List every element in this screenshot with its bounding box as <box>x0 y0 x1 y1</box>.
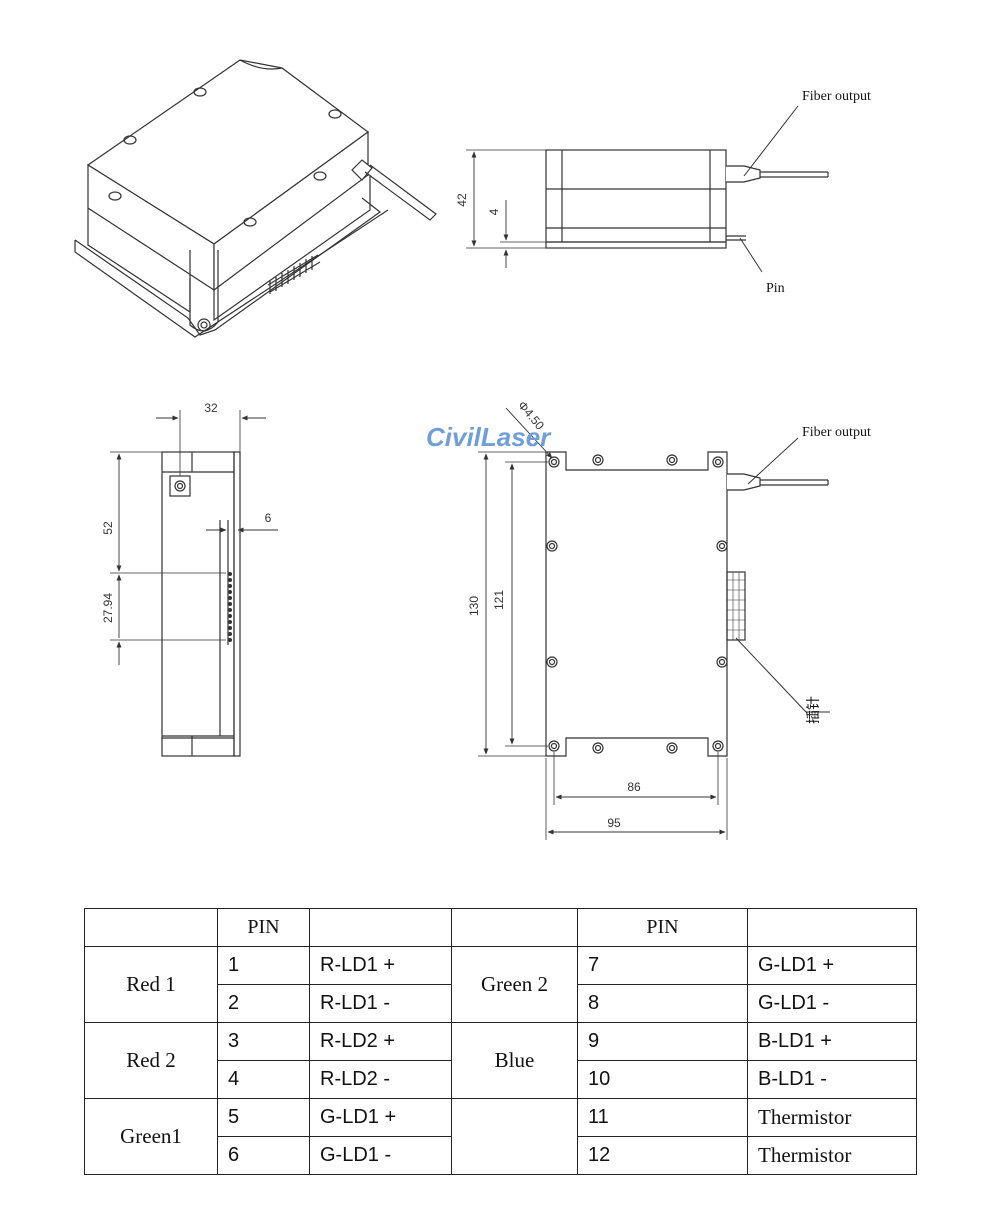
header-pin-right: PIN <box>577 908 748 947</box>
header-blank <box>747 908 917 947</box>
end-view <box>110 410 278 757</box>
pin-number: 3 <box>217 1022 310 1061</box>
header-blank <box>309 908 452 947</box>
dim-130: 130 <box>467 596 481 616</box>
isometric-view <box>74 59 437 338</box>
pin-number: 12 <box>577 1136 748 1175</box>
table-row: Green1 5 G-LD1 + 11 Thermistor <box>84 1098 917 1175</box>
dim-32: 32 <box>204 401 218 415</box>
group-label: Blue <box>451 1022 578 1099</box>
fiber-output-label-top: Fiber output <box>802 89 871 104</box>
pin-number: 8 <box>577 984 748 1023</box>
pin-signal: R-LD1 + <box>309 946 452 985</box>
pin-number: 2 <box>217 984 310 1023</box>
table-row: Red 2 3 R-LD2 + Blue 9 B-LD1 + <box>84 1022 917 1099</box>
pin-number: 11 <box>577 1098 748 1137</box>
group-label: Red 1 <box>84 946 218 1023</box>
dim-52: 52 <box>101 521 115 535</box>
pin-signal: B-LD1 + <box>747 1022 917 1061</box>
pin-number: 9 <box>577 1022 748 1061</box>
pin-signal: Thermistor <box>747 1136 917 1175</box>
dim-86: 86 <box>627 780 641 794</box>
pin-signal: B-LD1 - <box>747 1060 917 1099</box>
header-blank <box>84 908 218 947</box>
group-label-empty <box>451 1098 578 1175</box>
pin-signal: G-LD1 - <box>309 1136 452 1175</box>
group-label: Green1 <box>84 1098 218 1175</box>
dim-95: 95 <box>607 816 621 830</box>
group-label: Red 2 <box>84 1022 218 1099</box>
pin-table: PIN PIN Red 1 1 R-LD1 + Green 2 7 G-LD1 … <box>84 908 917 1175</box>
pin-number: 5 <box>217 1098 310 1137</box>
end-view-pin-row <box>228 572 232 642</box>
pin-signal: R-LD1 - <box>309 984 452 1023</box>
pin-signal: G-LD1 - <box>747 984 917 1023</box>
watermark-logo: CivilLaser <box>426 422 552 452</box>
pin-number: 4 <box>217 1060 310 1099</box>
dim-6: 6 <box>265 511 272 525</box>
pin-signal: Thermistor <box>747 1098 917 1137</box>
fiber-output-label-bottom: Fiber output <box>802 425 871 440</box>
table-header-row: PIN PIN <box>84 908 917 947</box>
pin-signal: G-LD1 + <box>309 1098 452 1137</box>
pin-signal: R-LD2 + <box>309 1022 452 1061</box>
pin-number: 6 <box>217 1136 310 1175</box>
dim-27-94: 27.94 <box>101 593 115 623</box>
top-view <box>478 407 830 840</box>
pin-number: 1 <box>217 946 310 985</box>
table-row: Red 1 1 R-LD1 + Green 2 7 G-LD1 + <box>84 946 917 1023</box>
dim-42: 42 <box>455 193 469 207</box>
pin-signal: R-LD2 - <box>309 1060 452 1099</box>
table-row: 6 G-LD1 - 12 Thermistor <box>85 1136 917 1175</box>
dim-4: 4 <box>487 208 501 215</box>
pin-number: 7 <box>577 946 748 985</box>
pin-label-cn: 插针 <box>806 696 822 724</box>
side-view <box>466 105 829 273</box>
header-blank <box>451 908 578 947</box>
pin-number: 10 <box>577 1060 748 1099</box>
dim-121: 121 <box>492 590 506 610</box>
header-pin-left: PIN <box>217 908 310 947</box>
group-label: Green 2 <box>451 946 578 1023</box>
pin-signal: G-LD1 + <box>747 946 917 985</box>
pin-label: Pin <box>766 281 785 296</box>
technical-drawing: Fiber output Pin 42 4 <box>74 59 871 840</box>
